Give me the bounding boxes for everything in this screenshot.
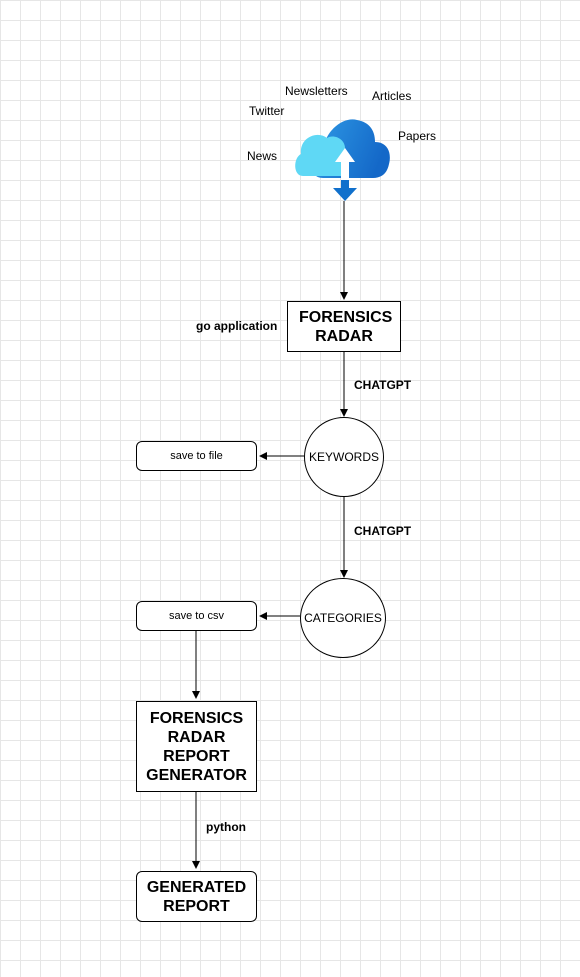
generated-report-node[interactable]: GENERATED REPORT: [136, 871, 257, 922]
report-generator-label: FORENSICS RADAR REPORT GENERATOR: [146, 709, 247, 784]
save-to-csv-node[interactable]: save to csv: [136, 601, 257, 631]
report-generator-node[interactable]: FORENSICS RADAR REPORT GENERATOR: [136, 701, 257, 792]
source-newsletters: Newsletters: [285, 84, 348, 98]
keywords-label: KEYWORDS: [308, 450, 379, 464]
source-twitter: Twitter: [249, 104, 285, 118]
save-to-csv-label: save to csv: [168, 610, 225, 622]
forensics-radar-node[interactable]: FORENSICS RADAR: [287, 301, 401, 352]
edge-label-chatgpt-2: CHATGPT: [354, 524, 412, 538]
generated-report-label: GENERATED REPORT: [146, 878, 247, 915]
forensics-radar-label: FORENSICS RADAR: [299, 308, 393, 345]
edge-label-python: python: [206, 820, 246, 834]
source-news: News: [247, 149, 278, 163]
save-to-file-label: save to file: [170, 450, 223, 462]
cloud-upload-download-icon: [295, 119, 390, 201]
save-to-file-node[interactable]: save to file: [136, 441, 257, 471]
source-articles: Articles: [372, 89, 412, 103]
edge-label-go-application: go application: [196, 319, 278, 333]
edge-label-chatgpt-1: CHATGPT: [354, 378, 412, 392]
keywords-node[interactable]: KEYWORDS: [304, 417, 384, 497]
categories-node[interactable]: CATEGORIES: [300, 578, 386, 658]
categories-label: CATEGORIES: [304, 611, 382, 625]
source-papers: Papers: [398, 129, 437, 143]
